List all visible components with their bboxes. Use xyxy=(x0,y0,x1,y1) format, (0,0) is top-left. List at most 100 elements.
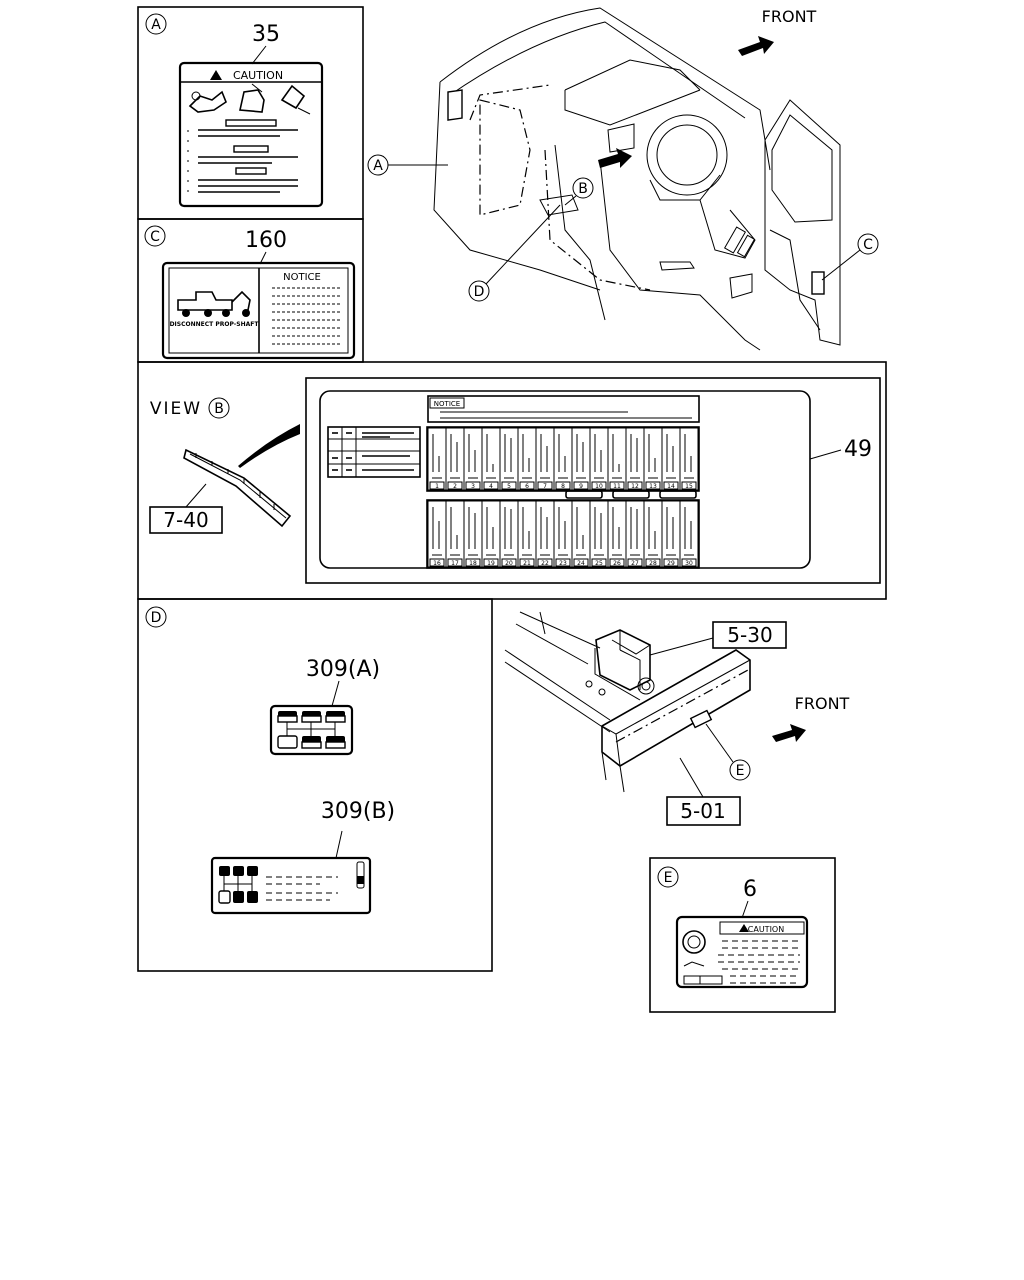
fuse-number: 7 xyxy=(543,483,547,490)
fuse-number: 15 xyxy=(685,483,693,490)
cab-illustration: FRONT xyxy=(367,7,879,351)
fuse-number: 16 xyxy=(433,560,441,567)
label-6-title: CAUTION xyxy=(748,925,784,934)
fuse-slot: 3 xyxy=(463,427,483,491)
fuse-slot: 19 xyxy=(481,500,501,568)
frame-illustration: 5-30 5-01 E FRONT xyxy=(504,611,850,826)
panel-e-callout: E xyxy=(664,870,673,886)
label-35-title: CAUTION xyxy=(233,69,283,82)
view-b-callout: B xyxy=(214,401,224,417)
label-160-text-dots xyxy=(272,287,340,345)
part-box-7-40: 7-40 xyxy=(163,508,208,532)
label-35-pictograms xyxy=(188,83,311,115)
fuse-slot: 12 xyxy=(625,427,645,491)
fuse-slot: 18 xyxy=(463,500,483,568)
panel-frames xyxy=(137,6,887,1013)
fuse-slot: 4 xyxy=(481,427,501,491)
label-309a xyxy=(269,704,354,756)
relay-block xyxy=(612,490,650,499)
fuse-number: 6 xyxy=(525,483,529,490)
cab-front-label: FRONT xyxy=(762,7,817,26)
panel-d-part-b: 309(B) xyxy=(321,799,395,824)
fuse-slot: 22 xyxy=(535,500,555,568)
fuse-number: 9 xyxy=(579,483,583,490)
caution-label-35 xyxy=(178,61,324,208)
fuse-number: 5 xyxy=(507,483,511,490)
callout-a-circle xyxy=(145,13,167,35)
fuse-number: 21 xyxy=(523,560,531,567)
fuse-slot: 6 xyxy=(517,427,537,491)
fuse-number: 23 xyxy=(559,560,567,567)
label-35-text-lines xyxy=(187,119,298,193)
fuse-number: 3 xyxy=(471,483,475,490)
part-box-5-01: 5-01 xyxy=(680,799,725,823)
label-e-location xyxy=(689,709,713,729)
fuse-slot: 10 xyxy=(589,427,609,491)
fuse-slot: 1 xyxy=(427,427,447,491)
fuse-label-outer xyxy=(305,377,881,584)
label-a-location xyxy=(447,89,463,121)
fuse-slot: 17 xyxy=(445,500,465,568)
panel-c-callout: C xyxy=(150,229,160,245)
fuse-number: 18 xyxy=(469,560,477,567)
panel-d: D 309(A) 309(B) xyxy=(145,606,395,915)
fuse-number: 12 xyxy=(631,483,639,490)
fuse-number: 4 xyxy=(489,483,493,490)
fuse-slot: 11 xyxy=(607,427,627,491)
cab-door xyxy=(764,99,841,346)
relay-block xyxy=(565,490,603,499)
fuse-slot: 2 xyxy=(445,427,465,491)
cab-callout-d: D xyxy=(474,284,485,300)
fuse-number: 25 xyxy=(595,560,603,567)
cab-callout-c: C xyxy=(863,237,873,253)
fuse-number: 27 xyxy=(631,560,639,567)
label-c-location xyxy=(811,271,825,295)
panel-e-part-number: 6 xyxy=(743,877,757,902)
panel-c: C 160 NOTICE DISCONNECT PROP-SHAFT xyxy=(144,225,356,360)
fuse-number: 8 xyxy=(561,483,565,490)
fuse-slot: 23 xyxy=(553,500,573,568)
fuse-slot: 7 xyxy=(535,427,555,491)
panel-d-callout: D xyxy=(151,610,162,626)
frame-rails xyxy=(504,611,751,793)
fuse-number: 10 xyxy=(595,483,603,490)
label-160-title: NOTICE xyxy=(283,272,321,283)
fuse-number: 2 xyxy=(453,483,457,490)
panel-b: VIEW B 7-40 49 NOTICE xyxy=(149,377,881,584)
panel-a: A 35 CAUTION xyxy=(145,13,324,208)
label-160-tow-truck-icon xyxy=(177,290,251,317)
fuse-slot: 25 xyxy=(589,500,609,568)
fuse-slot: 24 xyxy=(571,500,591,568)
panel-d-part-a: 309(A) xyxy=(306,657,380,682)
notice-label-160 xyxy=(161,261,356,360)
fuse-number: 20 xyxy=(505,560,513,567)
fuse-slot: 5 xyxy=(499,427,519,491)
label-6-text-lines xyxy=(718,940,800,984)
fuse-number: 22 xyxy=(541,560,549,567)
fuse-number: 29 xyxy=(667,560,675,567)
fuse-slot: 29 xyxy=(661,500,681,568)
fuse-number: 30 xyxy=(685,560,693,567)
cab-front-arrow xyxy=(738,36,774,56)
fuse-number: 24 xyxy=(577,560,585,567)
fuse-number: 17 xyxy=(451,560,459,567)
panel-e: E 6 CAUTION xyxy=(657,866,809,989)
fuse-slot: 21 xyxy=(517,500,537,568)
frame-front-arrow xyxy=(772,724,806,742)
panel-b-part-number: 49 xyxy=(844,437,872,462)
relay-block xyxy=(659,490,697,499)
fuse-box-cover xyxy=(183,424,300,528)
panel-c-part-number: 160 xyxy=(245,228,287,253)
fuse-number: 14 xyxy=(667,483,675,490)
caution-label-6 xyxy=(675,915,809,989)
fuse-slot: 16 xyxy=(427,500,447,568)
frame-front-label: FRONT xyxy=(795,694,850,713)
fuse-number: 26 xyxy=(613,560,621,567)
fuse-slot: 27 xyxy=(625,500,645,568)
fuse-slot: 9 xyxy=(571,427,591,491)
fuse-number: 13 xyxy=(649,483,657,490)
fuse-slot: 13 xyxy=(643,427,663,491)
